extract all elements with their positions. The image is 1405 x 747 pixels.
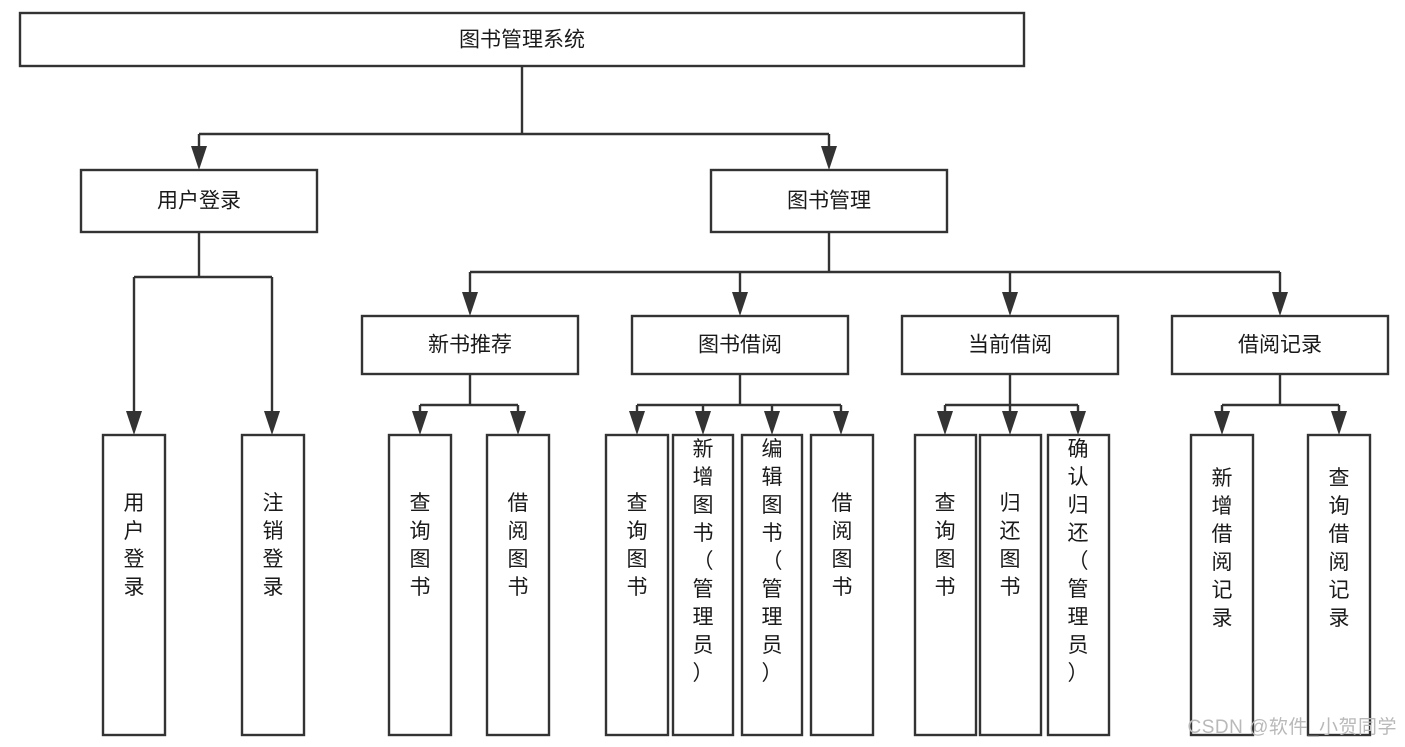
leaf-edit-book-box[interactable] (740, 433, 804, 737)
leaf-query-record-box[interactable] (1306, 433, 1372, 737)
leaf-add-record-label: 新增借阅记录 (1212, 467, 1233, 630)
leaf-query-book-3[interactable]: 查询图书 (913, 433, 978, 737)
leaf-query-record[interactable]: 查询借阅记录 (1306, 433, 1372, 737)
csdn-watermark: CSDN @软件_小贺同学 (1187, 717, 1397, 738)
leaf-confirm-return-label: 确认归还（管理员） (1068, 438, 1089, 685)
leaf-user-login[interactable]: 用户登录 (101, 433, 167, 737)
leaf-add-book-label: 新增图书（管理员） (693, 438, 714, 685)
leaf-user-login-label: 用户登录 (124, 492, 145, 599)
leaf-edit-book[interactable]: 编辑图书（管理员） (740, 433, 804, 737)
leaf-query-book-3-label: 查询图书 (935, 492, 956, 599)
leaf-add-record-box[interactable] (1189, 433, 1255, 737)
leaf-add-record[interactable]: 新增借阅记录 (1189, 433, 1255, 737)
borrow-record-box[interactable] (1170, 314, 1390, 376)
node-borrow-record[interactable]: 借阅记录 (1170, 314, 1390, 376)
arrowhead-leaf-query-book-1 (412, 411, 428, 435)
arrowhead-leaf-user-login (126, 411, 142, 435)
leaf-return-book[interactable]: 归还图书 (978, 433, 1043, 737)
leaf-query-book-2-box[interactable] (604, 433, 670, 737)
leaf-query-book-1-box[interactable] (387, 433, 453, 737)
root-label: 图书管理系统 (459, 29, 585, 52)
arrowhead-leaf-return-book (1002, 411, 1018, 435)
arrowhead-leaf-edit-book (764, 411, 780, 435)
arrowhead-leaf-borrow-book-2 (833, 411, 849, 435)
user-login-box[interactable] (79, 168, 319, 234)
arrowhead-leaf-user-logout (264, 411, 280, 435)
node-current-borrow[interactable]: 当前借阅 (900, 314, 1120, 376)
arrowhead-leaf-borrow-book-1 (510, 411, 526, 435)
leaf-return-book-label: 归还图书 (1000, 492, 1021, 599)
leaf-borrow-book-2-label: 借阅图书 (832, 492, 853, 599)
arrowhead-borrow-record (1272, 292, 1288, 316)
leaf-user-logout-label: 注销登录 (263, 492, 284, 599)
arrowhead-leaf-query-book-2 (629, 411, 645, 435)
arrowhead-user-login (191, 146, 207, 170)
leaf-confirm-return-box[interactable] (1046, 433, 1111, 737)
arrowhead-leaf-query-record (1331, 411, 1347, 435)
leaf-borrow-book-1-box[interactable] (485, 433, 551, 737)
borrow-record-label: 借阅记录 (1238, 334, 1322, 357)
arrowhead-leaf-confirm-return (1070, 411, 1086, 435)
current-borrow-label: 当前借阅 (968, 334, 1052, 357)
leaf-borrow-book-1-label: 借阅图书 (508, 492, 529, 599)
arrowhead-book-borrow (732, 292, 748, 316)
node-book-manage[interactable]: 图书管理 (709, 168, 949, 234)
leaf-user-logout-box[interactable] (240, 433, 306, 737)
leaf-confirm-return[interactable]: 确认归还（管理员） (1046, 433, 1111, 737)
arrowhead-leaf-add-record (1214, 411, 1230, 435)
leaf-query-book-1-label: 查询图书 (410, 492, 431, 599)
arrowhead-leaf-query-book-3 (937, 411, 953, 435)
book-manage-label: 图书管理 (787, 190, 871, 213)
arrowhead-leaf-add-book (695, 411, 711, 435)
leaf-query-book-2-label: 查询图书 (627, 492, 648, 599)
leaf-user-login-box[interactable] (101, 433, 167, 737)
arrowhead-new-book-recommend (462, 292, 478, 316)
current-borrow-box[interactable] (900, 314, 1120, 376)
new-book-recommend-label: 新书推荐 (428, 334, 512, 357)
node-user-login[interactable]: 用户登录 (79, 168, 319, 234)
leaf-edit-book-label: 编辑图书（管理员） (762, 438, 783, 685)
leaf-borrow-book-1[interactable]: 借阅图书 (485, 433, 551, 737)
node-new-book-recommend[interactable]: 新书推荐 (360, 314, 580, 376)
leaf-query-book-3-box[interactable] (913, 433, 978, 737)
leaf-borrow-book-2-box[interactable] (809, 433, 875, 737)
leaf-query-book-1[interactable]: 查询图书 (387, 433, 453, 737)
book-borrow-box[interactable] (630, 314, 850, 376)
leaf-add-book-box[interactable] (671, 433, 735, 737)
edges-layer (126, 66, 1347, 435)
book-manage-box[interactable] (709, 168, 949, 234)
user-login-label: 用户登录 (157, 190, 241, 213)
book-borrow-label: 图书借阅 (698, 334, 782, 357)
leaf-add-book[interactable]: 新增图书（管理员） (671, 433, 735, 737)
leaf-borrow-book-2[interactable]: 借阅图书 (809, 433, 875, 737)
leaf-query-record-label: 查询借阅记录 (1329, 467, 1350, 630)
arrowhead-book-manage (821, 146, 837, 170)
root-box[interactable] (18, 11, 1026, 68)
leaf-user-logout[interactable]: 注销登录 (240, 433, 306, 737)
leaf-query-book-2[interactable]: 查询图书 (604, 433, 670, 737)
node-root[interactable]: 图书管理系统 (18, 11, 1026, 68)
new-book-recommend-box[interactable] (360, 314, 580, 376)
arrowhead-current-borrow (1002, 292, 1018, 316)
leaf-return-book-box[interactable] (978, 433, 1043, 737)
node-book-borrow[interactable]: 图书借阅 (630, 314, 850, 376)
